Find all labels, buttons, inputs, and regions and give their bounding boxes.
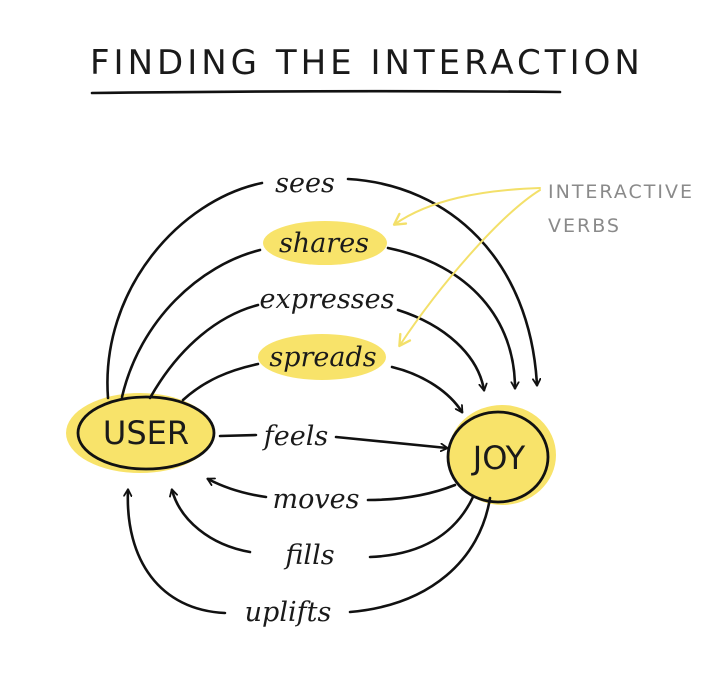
verb-fills: fills: [283, 540, 334, 571]
sees-line-left: [106, 181, 264, 400]
note-line-2: VERBS: [548, 215, 621, 237]
note-line-1: INTERACTIVE: [548, 181, 694, 203]
fills-line-right: [368, 495, 475, 559]
verb-moves: moves: [273, 484, 360, 515]
shares-highlight: [263, 221, 387, 265]
pointer-to-shares: [392, 187, 541, 226]
verb-expresses: expresses: [260, 284, 395, 315]
uplifts-line-left: [128, 490, 227, 615]
joy-node: [446, 410, 550, 504]
verb-spreads: spreads: [269, 342, 376, 373]
uplifts-line-right: [348, 496, 492, 614]
shares-line-right: [386, 246, 515, 388]
expresses-line-left: [148, 303, 260, 400]
title-underline: [90, 89, 562, 95]
verb-uplifts: uplifts: [245, 597, 332, 628]
spreads-line-right: [390, 365, 462, 412]
user-highlight: [66, 393, 214, 473]
feels-line-right: [334, 435, 447, 448]
expresses-line-right: [396, 308, 484, 390]
feels-line-left: [218, 433, 258, 438]
spreads-highlight: [258, 334, 386, 380]
user-label: USER: [103, 414, 189, 452]
user-node: [76, 395, 216, 471]
verb-shares: shares: [279, 228, 369, 259]
verb-feels: feels: [262, 421, 328, 452]
verb-sees: sees: [275, 168, 335, 199]
moves-line-left: [208, 479, 268, 499]
joy-highlight: [448, 405, 556, 505]
moves-line-right: [366, 483, 457, 502]
pointer-to-spreads: [398, 189, 541, 348]
shares-line-left: [120, 248, 262, 399]
fills-line-left: [172, 490, 252, 554]
spreads-line-left: [181, 362, 260, 402]
page-title: FINDING THE INTERACTION: [90, 43, 644, 83]
joy-label: JOY: [471, 439, 526, 477]
sees-line-right: [346, 177, 537, 385]
